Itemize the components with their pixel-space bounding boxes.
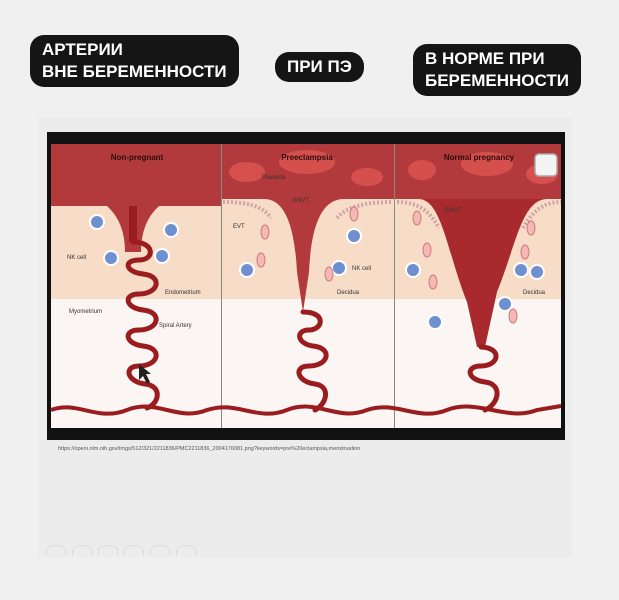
label-placenta: Placenta <box>262 175 286 181</box>
tag-arteries-non-pregnant: АРТЕРИИ ВНЕ БЕРЕМЕННОСТИ <box>30 35 239 87</box>
label-myometrium: Myometrium <box>69 309 102 315</box>
spiral-artery-diagram: Non-pregnant Preeclampsia Normal pregnan… <box>47 132 565 440</box>
reaction-placeholder <box>98 545 118 556</box>
label-nk-cell: NK cell <box>352 266 371 272</box>
label-envt: ENVT <box>293 198 309 204</box>
tag-line: В НОРМЕ ПРИ <box>425 49 545 68</box>
label-evt: EVT <box>233 224 245 230</box>
evt-cells <box>256 206 536 324</box>
spiral-artery-non-pregnant <box>107 206 160 411</box>
nk-cells <box>89 214 545 330</box>
tag-normal-pregnancy: В НОРМЕ ПРИ БЕРЕМЕННОСТИ <box>413 44 581 96</box>
spiral-artery-normal-pregnancy <box>396 199 562 413</box>
panel-title-preeclampsia: Preeclampsia <box>281 153 333 162</box>
reaction-bar <box>46 545 196 556</box>
cursor-icon <box>139 364 151 384</box>
spiral-artery-preeclampsia <box>222 199 394 413</box>
placenta-blobs <box>229 150 558 186</box>
tag-line: ВНЕ БЕРЕМЕННОСТИ <box>42 62 227 81</box>
reaction-placeholder <box>46 545 66 556</box>
blood-pool <box>51 144 221 206</box>
panel-preeclampsia <box>222 144 394 428</box>
panel-title-normal-pregnancy: Normal pregnancy <box>444 153 515 162</box>
panel-title-non-pregnant: Non-pregnant <box>111 153 164 162</box>
label-nk-cell: NK cell <box>67 255 86 261</box>
tag-line: АРТЕРИИ <box>42 40 123 59</box>
tag-line: БЕРЕМЕННОСТИ <box>425 71 569 90</box>
source-url[interactable]: https://openi.nlm.nih.gov/imgs/512/321/2… <box>58 446 361 452</box>
tag-preeclampsia: ПРИ ПЭ <box>275 52 364 82</box>
reaction-placeholder <box>150 545 170 556</box>
expand-icon[interactable] <box>534 153 558 177</box>
reaction-placeholder <box>72 545 92 556</box>
label-spiral-artery: Spiral Artery <box>159 323 192 329</box>
label-endometrium: Endometrium <box>165 290 201 296</box>
label-decidua: Decidua <box>523 290 546 296</box>
reaction-placeholder <box>124 545 144 556</box>
label-envt: ENVT <box>445 208 461 214</box>
reaction-placeholder <box>176 545 196 556</box>
myometrial-vessel <box>50 404 562 416</box>
tag-line: ПРИ ПЭ <box>287 57 352 76</box>
label-decidua: Decidua <box>337 290 360 296</box>
panel-non-pregnant <box>51 144 221 428</box>
